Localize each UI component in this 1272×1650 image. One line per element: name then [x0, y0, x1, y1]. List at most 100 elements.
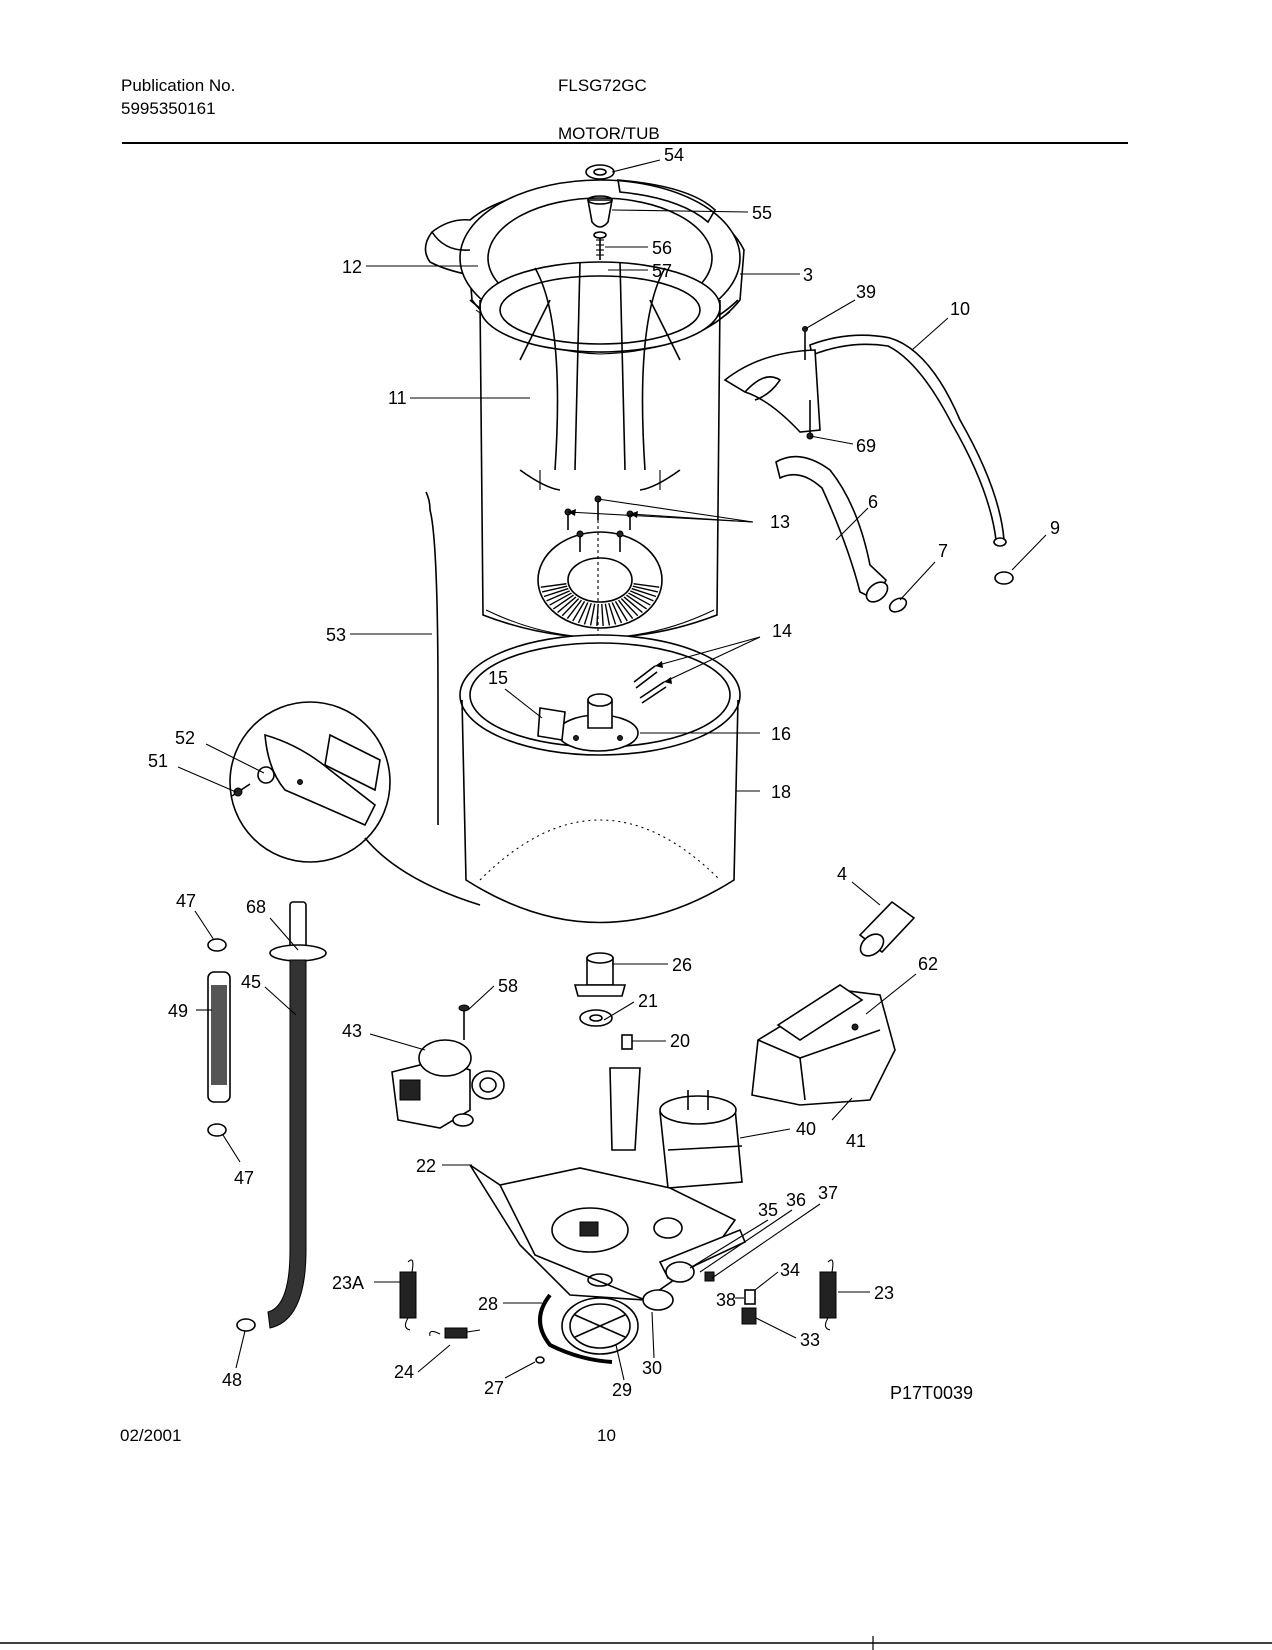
callout-38: 38 [716, 1290, 736, 1310]
callout-23: 23 [874, 1283, 894, 1303]
bolts-part-14 [633, 665, 667, 704]
callout-11: 11 [388, 388, 407, 408]
callout-labels: 54 55 56 57 3 39 10 11 69 12 13 6 9 7 14… [148, 145, 1060, 1403]
callout-4: 4 [837, 864, 847, 884]
agitator-fin [623, 596, 643, 614]
callout-16: 16 [771, 724, 791, 744]
agitator-fin [541, 585, 568, 593]
callout-52: 52 [175, 728, 195, 748]
callout-12: 12 [342, 257, 362, 277]
callout-22: 22 [416, 1156, 436, 1176]
agitator-fin [626, 594, 648, 610]
agitator-fin [620, 598, 639, 617]
callout-40: 40 [796, 1119, 816, 1139]
belt-part-28 [538, 1293, 613, 1364]
agitator-fin [632, 585, 659, 593]
callout-62: 62 [918, 954, 938, 974]
callout-39: 39 [856, 282, 876, 302]
bolt-part-56 [593, 231, 607, 260]
drain-hose-part-45 [267, 901, 327, 1329]
pulley-part-29 [561, 1297, 639, 1355]
hose-clip-assembly [723, 326, 821, 440]
leader-lines [177, 159, 1047, 1381]
screw-part-51 [231, 783, 251, 797]
motor-part-40 [659, 1090, 743, 1189]
agitator-fin [543, 587, 569, 598]
callout-28: 28 [478, 1294, 498, 1314]
clamp-part-47-top [207, 938, 227, 952]
publication-label: Publication No. [121, 76, 236, 95]
callout-56: 56 [652, 238, 672, 258]
spring-part-23a [399, 1259, 417, 1331]
callout-10: 10 [950, 299, 970, 319]
agitator-fin [596, 603, 599, 626]
agitator-fin [630, 590, 654, 602]
callout-7: 7 [938, 541, 948, 561]
callout-18: 18 [771, 782, 791, 802]
callout-34: 34 [780, 1260, 800, 1280]
footer-date: 02/2001 [120, 1426, 182, 1445]
bracket-part-62 [776, 984, 864, 1041]
agitator-fin [540, 583, 567, 588]
callout-47-bottom: 47 [234, 1168, 254, 1188]
agitator-fin [557, 596, 577, 614]
callout-54: 54 [664, 145, 684, 165]
tub-boss-part-16 [557, 693, 639, 752]
part-27 [535, 1356, 545, 1364]
spring-part-23 [819, 1259, 837, 1331]
callout-51: 51 [148, 751, 168, 771]
agitator-fin [583, 602, 592, 625]
agitator-fin [631, 587, 657, 598]
tube-part-4 [858, 900, 916, 957]
agitator-fin [611, 602, 623, 624]
agitator-fin [577, 602, 589, 624]
model-number: FLSG72GC [558, 76, 647, 95]
rod-part-53 [425, 491, 439, 825]
agitator-fin [561, 598, 580, 617]
agitator-fin [566, 599, 583, 620]
callout-47-top: 47 [176, 891, 196, 911]
callout-20: 20 [670, 1031, 690, 1051]
callout-41: 41 [846, 1131, 866, 1151]
spring-part-33 [741, 1307, 757, 1325]
callout-55: 55 [752, 203, 772, 223]
screw-part-58 [458, 1004, 470, 1040]
callout-43: 43 [342, 1021, 362, 1041]
callout-37: 37 [818, 1183, 838, 1203]
agitator-fin [617, 599, 634, 620]
clamp-part-48 [236, 1318, 256, 1332]
callout-9: 9 [1050, 518, 1060, 538]
washer-part-21 [579, 1009, 613, 1027]
callout-24: 24 [394, 1362, 414, 1382]
callout-58: 58 [498, 976, 518, 996]
callout-29: 29 [612, 1380, 632, 1400]
arrowhead [630, 511, 638, 518]
callout-36: 36 [786, 1190, 806, 1210]
callout-35: 35 [758, 1200, 778, 1220]
agitator-fin [589, 603, 596, 626]
callout-27: 27 [484, 1378, 504, 1398]
clamp-part-7 [888, 597, 908, 613]
agitator-fin [601, 603, 604, 626]
arrowhead [664, 677, 672, 684]
callout-53: 53 [326, 625, 346, 645]
callout-68: 68 [246, 897, 266, 917]
callout-45: 45 [241, 972, 261, 992]
bearing-part-26 [573, 952, 627, 997]
callout-6: 6 [868, 492, 878, 512]
page-number: 10 [597, 1426, 616, 1445]
agitator-fin [633, 583, 660, 588]
section-title: MOTOR/TUB [558, 124, 660, 143]
screw-part-20 [621, 1034, 633, 1050]
cap-part-54 [585, 164, 615, 180]
callout-3: 3 [803, 265, 813, 285]
callout-13: 13 [770, 512, 790, 532]
detail-circle [229, 701, 481, 906]
callout-26: 26 [672, 955, 692, 975]
part-34 [744, 1289, 756, 1305]
agitator-cap-part-55 [587, 195, 613, 228]
agitator-fin [546, 590, 570, 602]
agitator-fin [608, 602, 617, 625]
callout-48: 48 [222, 1370, 242, 1390]
